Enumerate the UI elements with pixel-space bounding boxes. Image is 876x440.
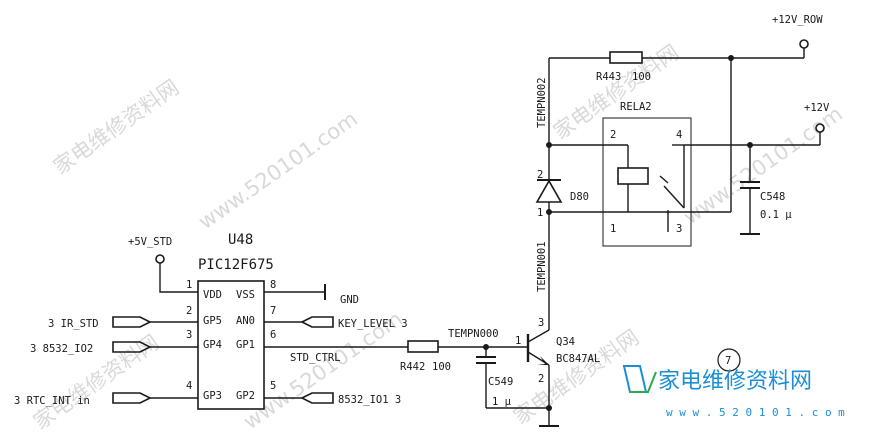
pin-name-gp2: GP2 bbox=[236, 390, 255, 402]
signal-rtc-int: 3 RTC_INT in bbox=[14, 395, 90, 407]
c549-ref: C549 bbox=[488, 376, 513, 388]
pin-name-gp1: GP1 bbox=[236, 339, 255, 351]
connector-arrow bbox=[300, 316, 334, 328]
marker-number: 7 bbox=[725, 355, 731, 367]
pin-num-6: 6 bbox=[270, 329, 276, 341]
q34-pin1: 1 bbox=[515, 335, 521, 347]
signal-8532-io1: 8532_IO1 3 bbox=[338, 394, 401, 406]
c548-value: 0.1 μ bbox=[760, 209, 792, 221]
pin-num-4: 4 bbox=[186, 380, 192, 392]
pin-num-8: 8 bbox=[270, 279, 276, 291]
signal-key-level: KEY_LEVEL 3 bbox=[338, 318, 408, 330]
diode-d80: 2 1 D80 bbox=[535, 58, 589, 225]
connector-arrow bbox=[112, 392, 152, 404]
signal-8532-io2: 3 8532_IO2 bbox=[30, 343, 93, 355]
power-label-12v-row: +12V_ROW bbox=[772, 14, 823, 26]
net-ir-std: 3 IR_STD bbox=[48, 316, 198, 330]
page-marker: 7 bbox=[717, 348, 741, 372]
connector-arrow bbox=[112, 316, 152, 328]
net-8532-io2: 3 8532_IO2 bbox=[30, 341, 198, 355]
rela2-ref: RELA2 bbox=[620, 101, 652, 113]
resistor-r442 bbox=[407, 340, 439, 353]
r442-value: 100 bbox=[432, 361, 451, 373]
pin-num-1: 1 bbox=[186, 279, 192, 291]
net-std-ctrl: STD_CTRL R442 100 TEMPN000 bbox=[264, 328, 528, 373]
net-gnd: GND bbox=[264, 284, 359, 306]
d80-pin2: 2 bbox=[537, 169, 543, 181]
relay-rela2: RELA2 2 4 1 3 bbox=[549, 101, 692, 247]
ic-u48: U48 PIC12F675 VDD VSS GP5 AN0 GP4 GP1 GP… bbox=[186, 232, 276, 410]
power-terminal bbox=[155, 254, 165, 264]
c548-ref: C548 bbox=[760, 191, 785, 203]
logo-mark-icon bbox=[622, 365, 648, 393]
capacitor-c549: C549 1 μ bbox=[476, 347, 513, 408]
logo-text-cn: 家电维修资料网 bbox=[658, 369, 812, 394]
power-terminal bbox=[799, 39, 809, 49]
rela2-pin3: 3 bbox=[676, 223, 682, 235]
net-key-level: KEY_LEVEL 3 bbox=[264, 316, 408, 330]
signal-std-ctrl: STD_CTRL bbox=[290, 352, 341, 364]
net-5v-std: +5V_STD bbox=[128, 236, 198, 293]
c549-value: 1 μ bbox=[492, 396, 512, 408]
connector-arrow bbox=[112, 341, 152, 353]
ic-ref: U48 bbox=[228, 232, 253, 248]
pin-name-gp5: GP5 bbox=[203, 315, 222, 327]
pin-name-vss: VSS bbox=[236, 289, 255, 301]
r443-ref: R443 bbox=[596, 71, 621, 83]
rela2-pin1: 1 bbox=[610, 223, 616, 235]
logo-text-url: w w w . 5 2 0 1 0 1 . c o m bbox=[666, 406, 845, 419]
net-12v: +12V C548 0.1 μ bbox=[684, 102, 830, 235]
ic-body bbox=[197, 280, 265, 410]
power-label-5v-std: +5V_STD bbox=[128, 236, 172, 248]
r442-ref: R442 bbox=[400, 361, 425, 373]
diode-body bbox=[535, 179, 563, 203]
power-label-12v: +12V bbox=[804, 102, 830, 114]
resistor-r443 bbox=[609, 51, 643, 64]
q34-pin3: 3 bbox=[538, 317, 544, 329]
net-8532-io1: 8532_IO1 3 bbox=[264, 392, 401, 406]
connector-arrow bbox=[300, 392, 334, 404]
relay-body bbox=[602, 117, 692, 247]
watermark-cn: 家电维修资料网 bbox=[49, 75, 183, 179]
pin-num-2: 2 bbox=[186, 305, 192, 317]
pin-num-5: 5 bbox=[270, 380, 276, 392]
net-rtc-int: 3 RTC_INT in bbox=[14, 392, 198, 407]
watermark-url: www.520101.com bbox=[194, 107, 362, 234]
q34-value: BC847AL bbox=[556, 353, 600, 365]
site-logo: 家电维修资料网 w w w . 5 2 0 1 0 1 . c o m bbox=[622, 365, 845, 419]
r443-value: 100 bbox=[632, 71, 651, 83]
pin-name-vdd: VDD bbox=[203, 289, 222, 301]
pin-name-gp4: GP4 bbox=[203, 339, 222, 351]
ic-part: PIC12F675 bbox=[198, 257, 274, 273]
net-label-tempn002: TEMPN002 bbox=[536, 77, 548, 128]
pin-num-3: 3 bbox=[186, 329, 192, 341]
d80-pin1: 1 bbox=[537, 207, 543, 219]
d80-ref: D80 bbox=[570, 191, 589, 203]
net-label-tempn000: TEMPN000 bbox=[448, 328, 499, 340]
rela2-pin2: 2 bbox=[610, 129, 616, 141]
q34-ref: Q34 bbox=[556, 336, 575, 348]
transistor-q34: 1 3 2 Q34 BC847AL bbox=[515, 225, 600, 408]
pin-name-an0: AN0 bbox=[236, 315, 255, 327]
net-label-tempn001: TEMPN001 bbox=[536, 241, 548, 292]
pin-name-gp3: GP3 bbox=[203, 390, 222, 402]
q34-pin2: 2 bbox=[538, 373, 544, 385]
pin-num-7: 7 bbox=[270, 305, 276, 317]
signal-ir-std: 3 IR_STD bbox=[48, 318, 99, 330]
rela2-pin4: 4 bbox=[676, 129, 682, 141]
power-label-gnd: GND bbox=[340, 294, 359, 306]
relay-coil bbox=[617, 167, 649, 185]
net-12v-row: R443 100 +12V_ROW bbox=[549, 14, 823, 213]
